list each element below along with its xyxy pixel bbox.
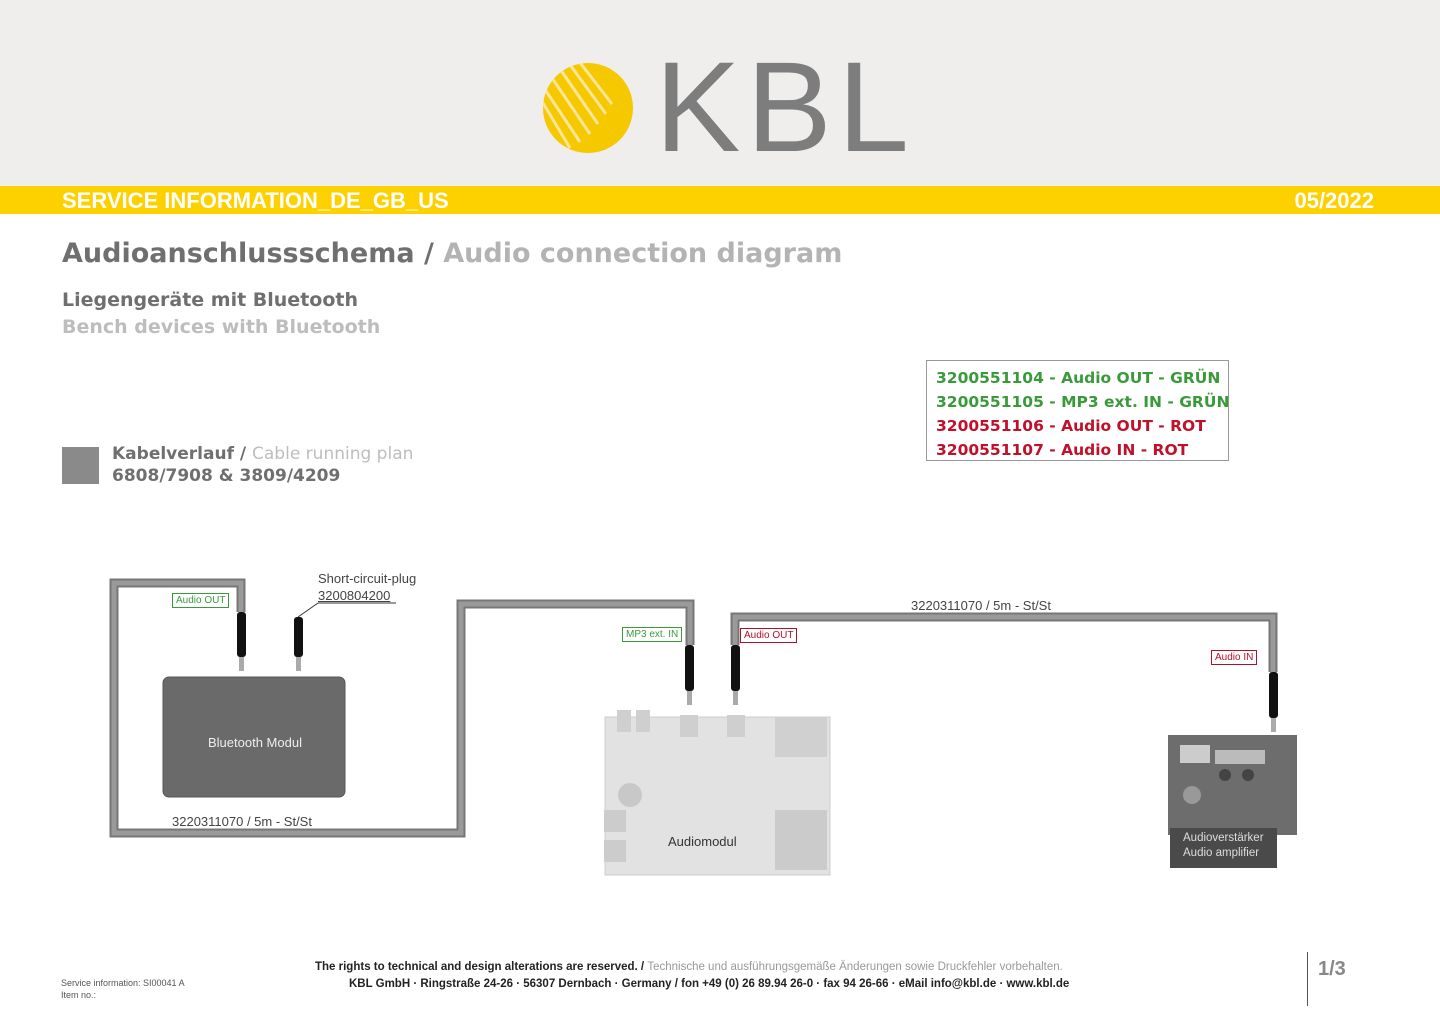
tag-bt-audio-out: Audio OUT [172,593,230,608]
jack-plug-icon [685,645,694,705]
service-info-label: SERVICE INFORMATION_DE_GB_US [62,188,449,213]
bluetooth-module-label: Bluetooth Modul [208,735,302,750]
cable-plan-de: Kabelverlauf [112,444,234,464]
rights-de: Technische und ausführungsgemäße Änderun… [647,961,1063,973]
cable-plan-sep: / [233,444,253,464]
short-circuit-plug-icon [294,617,303,671]
leader-line [297,602,319,618]
page-number: 1/3 [1318,958,1346,980]
short-plug-number: 3200804200 [318,588,391,603]
cable-plan-en: Cable running plan [252,444,414,464]
cable-right-label: 3220311070 / 5m - St/St [911,598,1051,613]
jack-plug-icon [237,612,246,671]
cable-plan-models: 6808/7908 & 3809/4209 [112,466,341,486]
company-address: KBL GmbH · Ringstraße 24-26 · 56307 Dern… [349,978,1070,990]
tag-audio-in: Audio IN [1211,650,1258,665]
legend-item: 3200551105 - MP3 ext. IN - GRÜN [936,393,1230,411]
short-plug-title: Short-circuit-plug [318,571,417,586]
date-label: 05/2022 [1294,188,1374,213]
tag-mp3-ext-in: MP3 ext. IN [622,627,683,642]
service-info-number: Service information: SI00041 A [61,978,185,988]
subtitle-de: Liegengeräte mit Bluetooth [62,289,358,311]
amplifier-label-en: Audio amplifier [1183,847,1260,859]
title-de: Audioanschlussschema [62,238,415,269]
section-marker [62,447,99,484]
part-number-legend: 3200551104 - Audio OUT - GRÜN 3200551105… [926,360,1229,461]
legend-item: 3200551104 - Audio OUT - GRÜN [936,369,1221,387]
title-sep: / [414,238,444,269]
kbl-sun-logo-icon [543,63,633,153]
footer-divider [1307,952,1308,1006]
cable-plan-heading: Kabelverlauf / Cable running plan [112,444,413,464]
title-en: Audio connection diagram [443,238,843,269]
page-title: Audioanschlussschema / Audio connection … [62,238,842,269]
rights-notice: The rights to technical and design alter… [315,961,1063,973]
legend-item: 3200551106 - Audio OUT - ROT [936,417,1206,435]
bluetooth-module-box [162,676,346,798]
jack-plug-icon [731,645,740,705]
audiomodul-board [604,710,831,876]
legend-item: 3200551107 - Audio IN - ROT [936,441,1189,459]
amplifier-label-de: Audioverstärker [1183,832,1264,844]
cable-right [730,612,1278,672]
service-band: SERVICE INFORMATION_DE_GB_US 05/2022 [0,186,1440,214]
tag-audio-out: Audio OUT [740,628,798,643]
kbl-logo-text: KBL [655,36,915,179]
audiomodul-label: Audiomodul [668,834,737,849]
cable-left-label: 3220311070 / 5m - St/St [172,814,312,829]
subtitle-en: Bench devices with Bluetooth [62,316,381,338]
item-number: Item no.: [61,990,97,1000]
audio-amplifier [1168,735,1297,868]
jack-plug-icon [1269,672,1278,732]
rights-en: The rights to technical and design alter… [315,961,648,973]
header: KBL [0,0,1440,186]
